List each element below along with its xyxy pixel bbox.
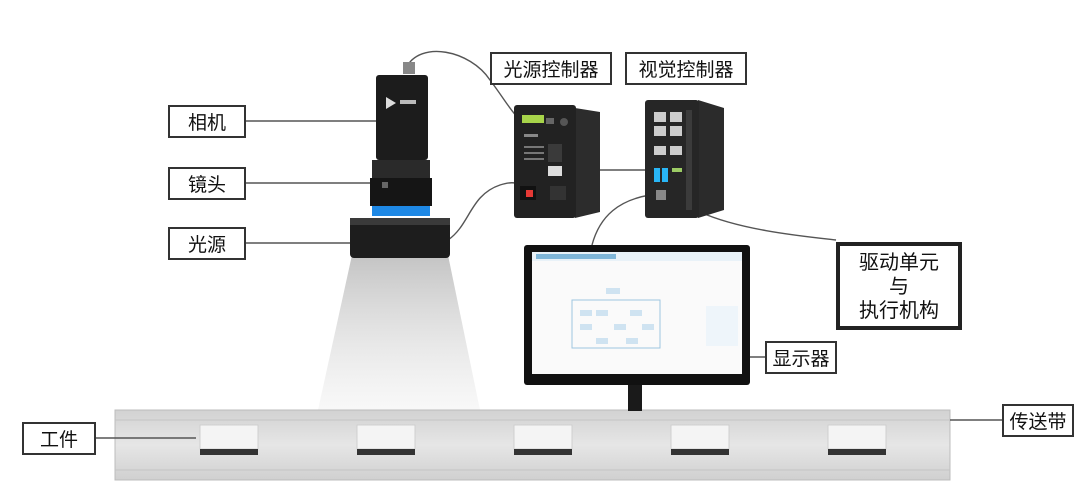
label-light: 光源 (168, 227, 246, 260)
lens-device (370, 160, 432, 216)
connection-lines (96, 50, 1002, 439)
light-beam (318, 255, 480, 410)
vision-controller-device (645, 100, 724, 218)
label-drive-unit-line3: 执行机构 (859, 298, 939, 322)
label-drive-unit-line1: 驱动单元 (859, 250, 939, 274)
monitor-device (524, 245, 750, 411)
light-to-light-controller-cable (447, 182, 521, 241)
camera-device (376, 62, 428, 160)
workpiece-base (357, 449, 415, 455)
label-camera: 相机 (168, 105, 246, 138)
workpiece-base (514, 449, 572, 455)
ring-light-device (350, 218, 450, 258)
workpiece (356, 424, 416, 450)
vision-to-monitor-cable (591, 194, 651, 246)
label-workpiece: 工件 (22, 422, 96, 455)
workpiece (827, 424, 887, 450)
workpiece-base (828, 449, 886, 455)
label-light-controller: 光源控制器 (490, 52, 612, 85)
workpiece-base (671, 449, 729, 455)
label-vision-controller: 视觉控制器 (625, 52, 747, 85)
workpiece (670, 424, 730, 450)
label-drive-unit-line2: 与 (889, 274, 909, 298)
workpieces (199, 424, 887, 455)
light-controller-device (514, 105, 600, 218)
label-monitor: 显示器 (765, 341, 837, 374)
workpiece (199, 424, 259, 450)
label-conveyor: 传送带 (1002, 404, 1074, 437)
camera-to-light-controller-cable (405, 50, 521, 121)
workpiece (513, 424, 573, 450)
label-lens: 镜头 (168, 167, 246, 200)
vision-to-drive-cable (699, 211, 837, 241)
workpiece-base (200, 449, 258, 455)
label-drive-unit: 驱动单元 与 执行机构 (836, 242, 962, 330)
